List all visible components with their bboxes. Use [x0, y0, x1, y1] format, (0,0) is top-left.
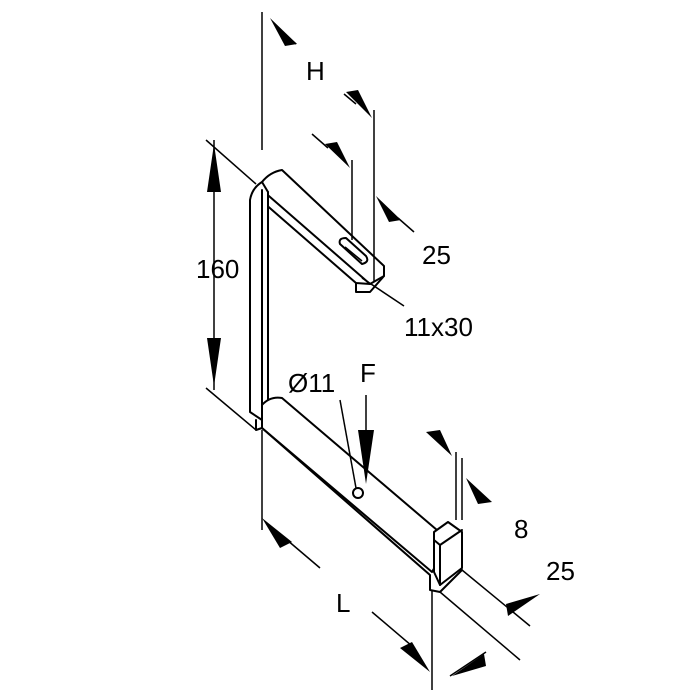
- slot: [338, 237, 369, 265]
- base-arrow-bottom: [452, 654, 486, 676]
- l-arrow-right: [400, 642, 430, 672]
- hole-leader: [339, 399, 357, 489]
- thickness-arrow-right: [466, 478, 492, 504]
- height-arrow-top: [207, 144, 221, 192]
- height-arrow-bottom: [207, 338, 221, 386]
- label-h: H: [306, 56, 325, 86]
- hole: [352, 487, 364, 499]
- l-arrow-left: [262, 518, 292, 548]
- force-arrow: [358, 430, 374, 484]
- label-height: 160: [196, 254, 239, 284]
- label-thickness: 8: [514, 514, 528, 544]
- h-arrow-right: [346, 90, 372, 118]
- label-length: L: [336, 588, 350, 618]
- base-arrow-top: [506, 594, 540, 616]
- vertical-back: [249, 181, 269, 421]
- slot-leader: [361, 277, 405, 307]
- labels: H 25 160 11x30 Ø11 F 8 25 L: [196, 56, 575, 618]
- thickness-arrow-left: [426, 430, 452, 456]
- slot-arrow-right: [376, 196, 401, 222]
- bottom-arm: [261, 396, 445, 573]
- top-arm: [261, 169, 385, 285]
- slot-arrow-left: [325, 142, 350, 168]
- label-slot: 11x30: [404, 312, 473, 342]
- label-slot-width: 25: [422, 240, 451, 270]
- label-base-width: 25: [546, 556, 575, 586]
- label-hole: Ø11: [288, 368, 335, 398]
- dimension-lines: [205, 12, 540, 690]
- label-force: F: [360, 358, 376, 388]
- bracket: [249, 169, 463, 593]
